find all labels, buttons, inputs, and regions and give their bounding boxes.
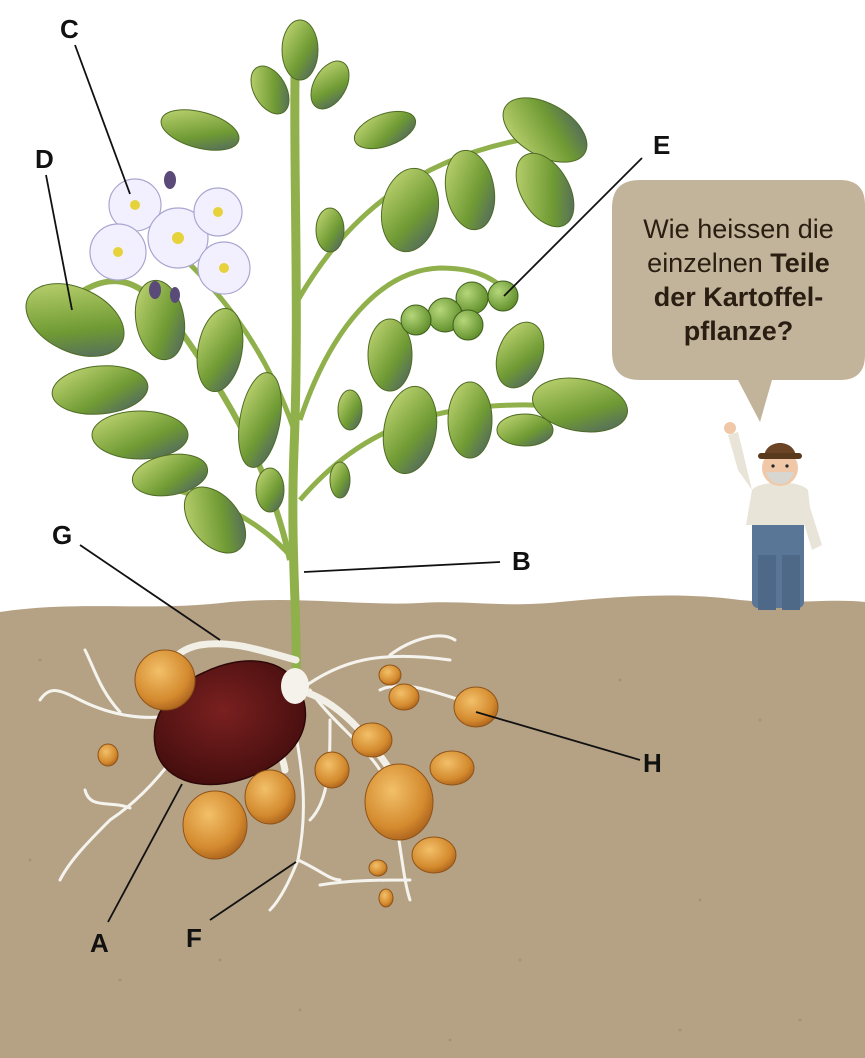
- bubble-line-4-bold: pflanze?: [684, 316, 794, 346]
- speech-bubble: Wie heissen die einzelnen Teile der Kart…: [612, 180, 865, 380]
- bubble-line-2-bold: Teile: [770, 248, 830, 278]
- label-h: H: [643, 750, 662, 776]
- bubble-line-1: Wie heissen die: [643, 212, 834, 246]
- label-f: F: [186, 925, 202, 951]
- soil: [0, 596, 865, 1058]
- speech-bubble-text: Wie heissen die einzelnen Teile der Kart…: [643, 212, 834, 348]
- bubble-line-3: der Kartoffel-: [643, 280, 834, 314]
- bubble-line-2: einzelnen Teile: [643, 246, 834, 280]
- leader-line-b: [304, 562, 500, 572]
- main-stem: [293, 30, 296, 680]
- farmer-figure: [724, 422, 822, 610]
- flowers: [90, 179, 250, 294]
- bubble-line-4: pflanze?: [643, 314, 834, 348]
- label-a: A: [90, 930, 109, 956]
- label-g: G: [52, 522, 72, 548]
- stem-base: [281, 668, 309, 704]
- label-c: C: [60, 16, 79, 42]
- label-b: B: [512, 548, 531, 574]
- label-e: E: [653, 132, 670, 158]
- leader-line-c: [75, 45, 130, 194]
- label-d: D: [35, 146, 54, 172]
- berries: [401, 281, 518, 340]
- bubble-line-3-bold: der Kartoffel-: [654, 282, 824, 312]
- bubble-line-2-normal: einzelnen: [647, 248, 770, 278]
- leaves: [14, 20, 631, 565]
